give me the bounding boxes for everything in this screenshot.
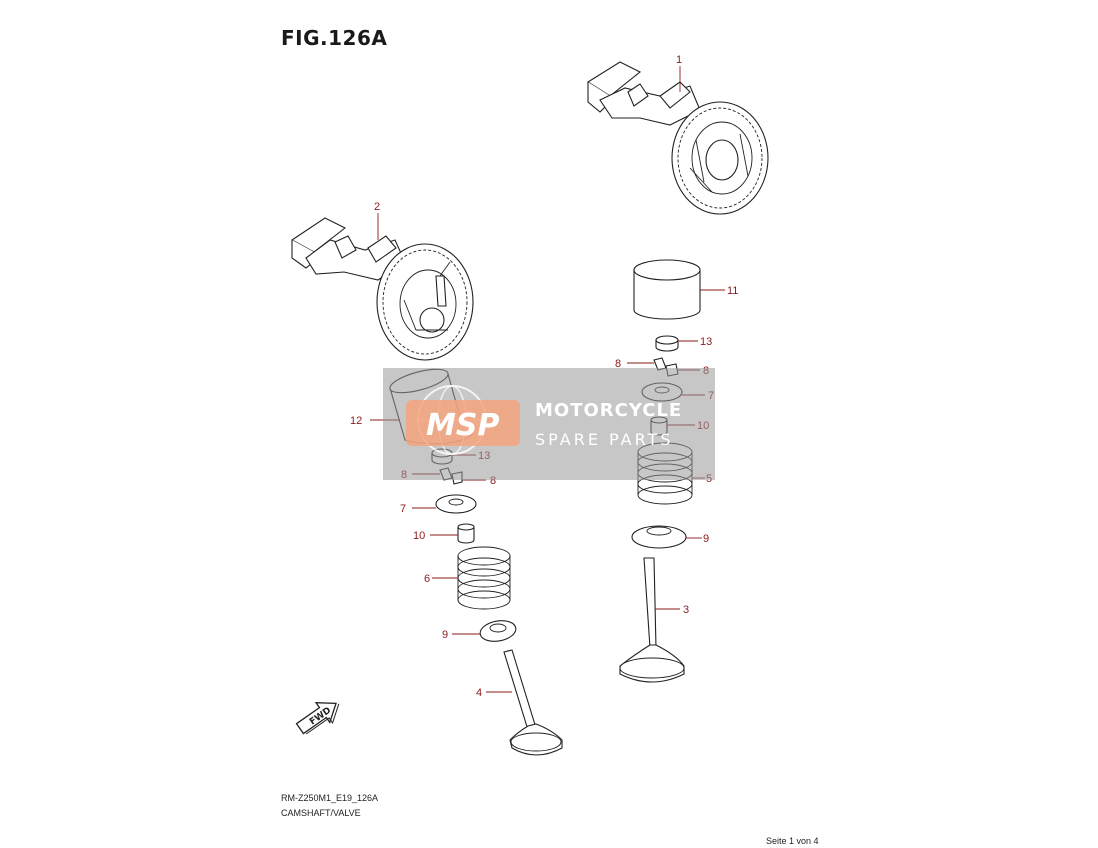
watermark-line2: SPARE PARTS bbox=[535, 430, 674, 449]
callout-4[interactable]: 4 bbox=[476, 687, 482, 699]
callout-6[interactable]: 6 bbox=[424, 573, 430, 585]
callout-8a[interactable]: 8 bbox=[615, 358, 621, 370]
callout-12[interactable]: 12 bbox=[350, 415, 362, 427]
callout-13b[interactable]: 13 bbox=[700, 336, 712, 348]
callout-9a[interactable]: 9 bbox=[442, 629, 448, 641]
watermark-logo-box bbox=[406, 400, 520, 446]
figure-title: FIG.126A bbox=[281, 26, 388, 50]
callout-2[interactable]: 2 bbox=[374, 201, 380, 213]
valve-4[interactable] bbox=[503, 649, 563, 756]
retainer-7-left[interactable] bbox=[435, 494, 477, 514]
figure-caption: CAMSHAFT/VALVE bbox=[281, 808, 361, 818]
spring-6[interactable] bbox=[457, 546, 511, 610]
shim-13-right[interactable] bbox=[655, 335, 679, 352]
watermark-logo: MSP bbox=[426, 408, 499, 443]
page-info: Seite 1 von 4 bbox=[766, 836, 819, 846]
callout-11[interactable]: 11 bbox=[727, 285, 738, 297]
fwd-arrow-icon: FWD bbox=[295, 702, 340, 735]
watermark: MSP MOTORCYCLE SPARE PARTS bbox=[383, 368, 715, 480]
tappet-11[interactable] bbox=[633, 259, 701, 320]
callout-9b[interactable]: 9 bbox=[703, 533, 709, 545]
valve-3[interactable] bbox=[619, 557, 685, 683]
callout-3[interactable]: 3 bbox=[683, 604, 689, 616]
seat-9-right[interactable] bbox=[631, 525, 687, 549]
watermark-line1: MOTORCYCLE bbox=[535, 400, 682, 421]
seal-10-left[interactable] bbox=[457, 523, 475, 544]
callout-7a[interactable]: 7 bbox=[400, 503, 406, 515]
callout-10a[interactable]: 10 bbox=[413, 530, 425, 542]
camshaft-2[interactable] bbox=[290, 217, 474, 361]
callout-8d[interactable]: 8 bbox=[490, 475, 496, 487]
seat-9-left[interactable] bbox=[479, 618, 518, 644]
camshaft-1[interactable] bbox=[586, 61, 769, 215]
model-code: RM-Z250M1_E19_126A bbox=[281, 793, 379, 803]
callout-1[interactable]: 1 bbox=[676, 54, 682, 66]
